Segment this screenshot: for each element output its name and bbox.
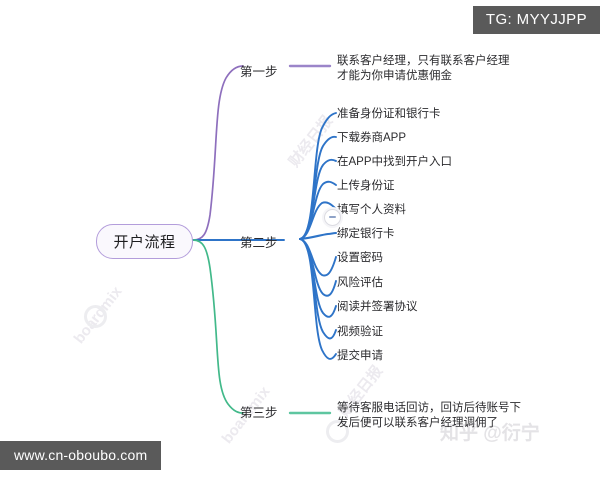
watermark-cn-1: 财经日报 [285, 112, 337, 171]
leaf-node-download-app[interactable]: 下载券商APP [337, 132, 407, 144]
leaf-node-sign-agreement[interactable]: 阅读并签署协议 [337, 301, 418, 313]
leaf-node-risk-assessment[interactable]: 风险评估 [337, 277, 383, 289]
branch-label-step2[interactable]: 第二步 [240, 236, 278, 250]
footer-url-bar: www.cn-oboubo.com [0, 441, 162, 470]
leaf-node-bind-card[interactable]: 绑定银行卡 [337, 228, 395, 240]
leaf-node-video-verify[interactable]: 视频验证 [337, 326, 383, 338]
link-root-step3 [192, 239, 244, 414]
root-node-label: 开户流程 [113, 234, 176, 251]
branch-label-step1[interactable]: 第一步 [240, 65, 278, 79]
leaf-node-submit-application[interactable]: 提交申请 [337, 350, 383, 362]
link-root-step1 [192, 65, 244, 241]
leaf-node-upload-id[interactable]: 上传身份证 [337, 180, 395, 192]
watermark-ring-icon [84, 305, 107, 328]
tg-badge: TG: MYYJJPP [472, 6, 600, 34]
collapse-node-icon[interactable] [324, 209, 341, 226]
leaf-node-find-entry[interactable]: 在APP中找到开户入口 [337, 156, 453, 168]
leaf-node-prepare-id[interactable]: 准备身份证和银行卡 [337, 108, 441, 120]
leaf-node-step1-detail[interactable]: 联系客户经理，只有联系客户经理才能为你申请优惠佣金 [337, 55, 510, 82]
root-node[interactable]: 开户流程 [96, 224, 193, 259]
leaf-node-set-password[interactable]: 设置密码 [337, 252, 383, 264]
leaf-node-step3-detail[interactable]: 等待客服电话回访，回访后待账号下发后便可以联系客户经理调佣了 [337, 402, 521, 429]
watermark-zhihu: 知乎 @衍宁 [440, 423, 540, 444]
leaf-node-fill-profile[interactable]: 填写个人资料 [337, 204, 406, 216]
branch-label-step3[interactable]: 第三步 [240, 406, 278, 420]
watermark-ring-icon [326, 420, 349, 443]
